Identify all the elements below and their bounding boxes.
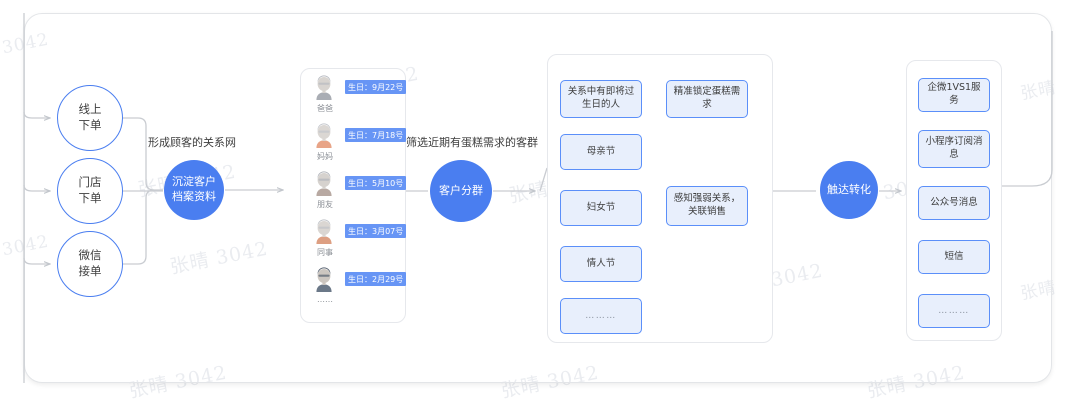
person-birthday-badge: 生日：2月29号 bbox=[345, 272, 407, 286]
node-online-order[interactable]: 线上 下单 bbox=[57, 85, 123, 151]
node-online-order-line1: 线上 bbox=[78, 102, 102, 117]
person-row[interactable]: 同事 生日：3月07号 bbox=[301, 219, 407, 267]
box-festival-mothers-day[interactable]: 母亲节 bbox=[560, 134, 642, 170]
box-lock-cake-demand[interactable]: 精准锁定蛋糕需求 bbox=[666, 80, 748, 118]
node-customer-archive[interactable]: 沉淀客户 档案资料 bbox=[164, 160, 224, 220]
box-channel-sms[interactable]: 短信 bbox=[918, 240, 990, 274]
node-customer-archive-line1: 沉淀客户 bbox=[172, 175, 216, 189]
person-relation-label: 爸爸 bbox=[317, 104, 333, 113]
box-channel-miniprogram-subscribe[interactable]: 小程序订阅消息 bbox=[918, 130, 990, 168]
person-birthday-badge: 生日：5月10号 bbox=[345, 176, 407, 190]
node-customer-segmentation-label: 客户分群 bbox=[439, 183, 483, 197]
person-birthday-badge: 生日：7月18号 bbox=[345, 128, 407, 142]
person-birthday-badge: 生日：9月22号 bbox=[345, 80, 407, 94]
node-customer-segmentation[interactable]: 客户分群 bbox=[430, 160, 492, 222]
avatar-other-icon bbox=[311, 267, 337, 293]
person-row[interactable]: 爸爸 生日：9月22号 bbox=[301, 75, 407, 123]
node-store-order-line2: 下单 bbox=[78, 191, 102, 205]
node-reach-conversion[interactable]: 触达转化 bbox=[820, 161, 878, 219]
person-birthday-badge: 生日：3月07号 bbox=[345, 224, 407, 238]
node-wechat-order-line2: 接单 bbox=[78, 264, 102, 278]
box-channel-more[interactable]: ……… bbox=[918, 294, 990, 328]
box-festival-valentines-day[interactable]: 情人节 bbox=[560, 246, 642, 282]
box-festival-more[interactable]: ……… bbox=[560, 298, 642, 334]
avatar-father-icon bbox=[311, 75, 337, 101]
avatar-friend-icon bbox=[311, 171, 337, 197]
node-store-order[interactable]: 门店 下单 bbox=[57, 158, 123, 224]
avatar-colleague-icon bbox=[311, 219, 337, 245]
person-relation-label: 同事 bbox=[317, 248, 333, 257]
person-relation-label: 妈妈 bbox=[317, 152, 333, 161]
box-channel-enterprise-wechat[interactable]: 企微1VS1服务 bbox=[918, 78, 990, 112]
person-row[interactable]: 朋友 生日：5月10号 bbox=[301, 171, 407, 219]
person-row[interactable]: 妈妈 生日：7月18号 bbox=[301, 123, 407, 171]
box-festival-more-label: ……… bbox=[585, 310, 617, 321]
caption-relationship-network: 形成顾客的关系网 bbox=[148, 136, 236, 149]
person-relation-label: 朋友 bbox=[317, 200, 333, 209]
box-upcoming-birthday[interactable]: 关系中有即将过生日的人 bbox=[560, 80, 642, 118]
node-store-order-line1: 门店 bbox=[78, 175, 102, 190]
box-channel-official-account[interactable]: 公众号消息 bbox=[918, 186, 990, 220]
node-reach-conversion-label: 触达转化 bbox=[827, 182, 871, 196]
node-online-order-line2: 下单 bbox=[78, 118, 102, 132]
person-relation-label: …… bbox=[317, 295, 333, 304]
people-panel: 爸爸 生日：9月22号妈妈 生日：7月18号朋友 生日：5月10号同事 生日：3月07号… bbox=[300, 68, 407, 323]
box-channel-more-label: ……… bbox=[938, 305, 970, 316]
box-relationship-strength[interactable]: 感知强弱关系，关联销售 bbox=[666, 186, 748, 226]
box-festival-womens-day[interactable]: 妇女节 bbox=[560, 190, 642, 226]
node-customer-archive-line2: 档案资料 bbox=[172, 190, 216, 203]
node-wechat-order-line1: 微信 bbox=[78, 248, 102, 263]
avatar-mother-icon bbox=[311, 123, 337, 149]
caption-filter-cake-demand: 筛选近期有蛋糕需求的客群 bbox=[406, 136, 538, 149]
node-wechat-order[interactable]: 微信 接单 bbox=[57, 231, 123, 297]
person-row[interactable]: …… 生日：2月29号 bbox=[301, 267, 407, 315]
